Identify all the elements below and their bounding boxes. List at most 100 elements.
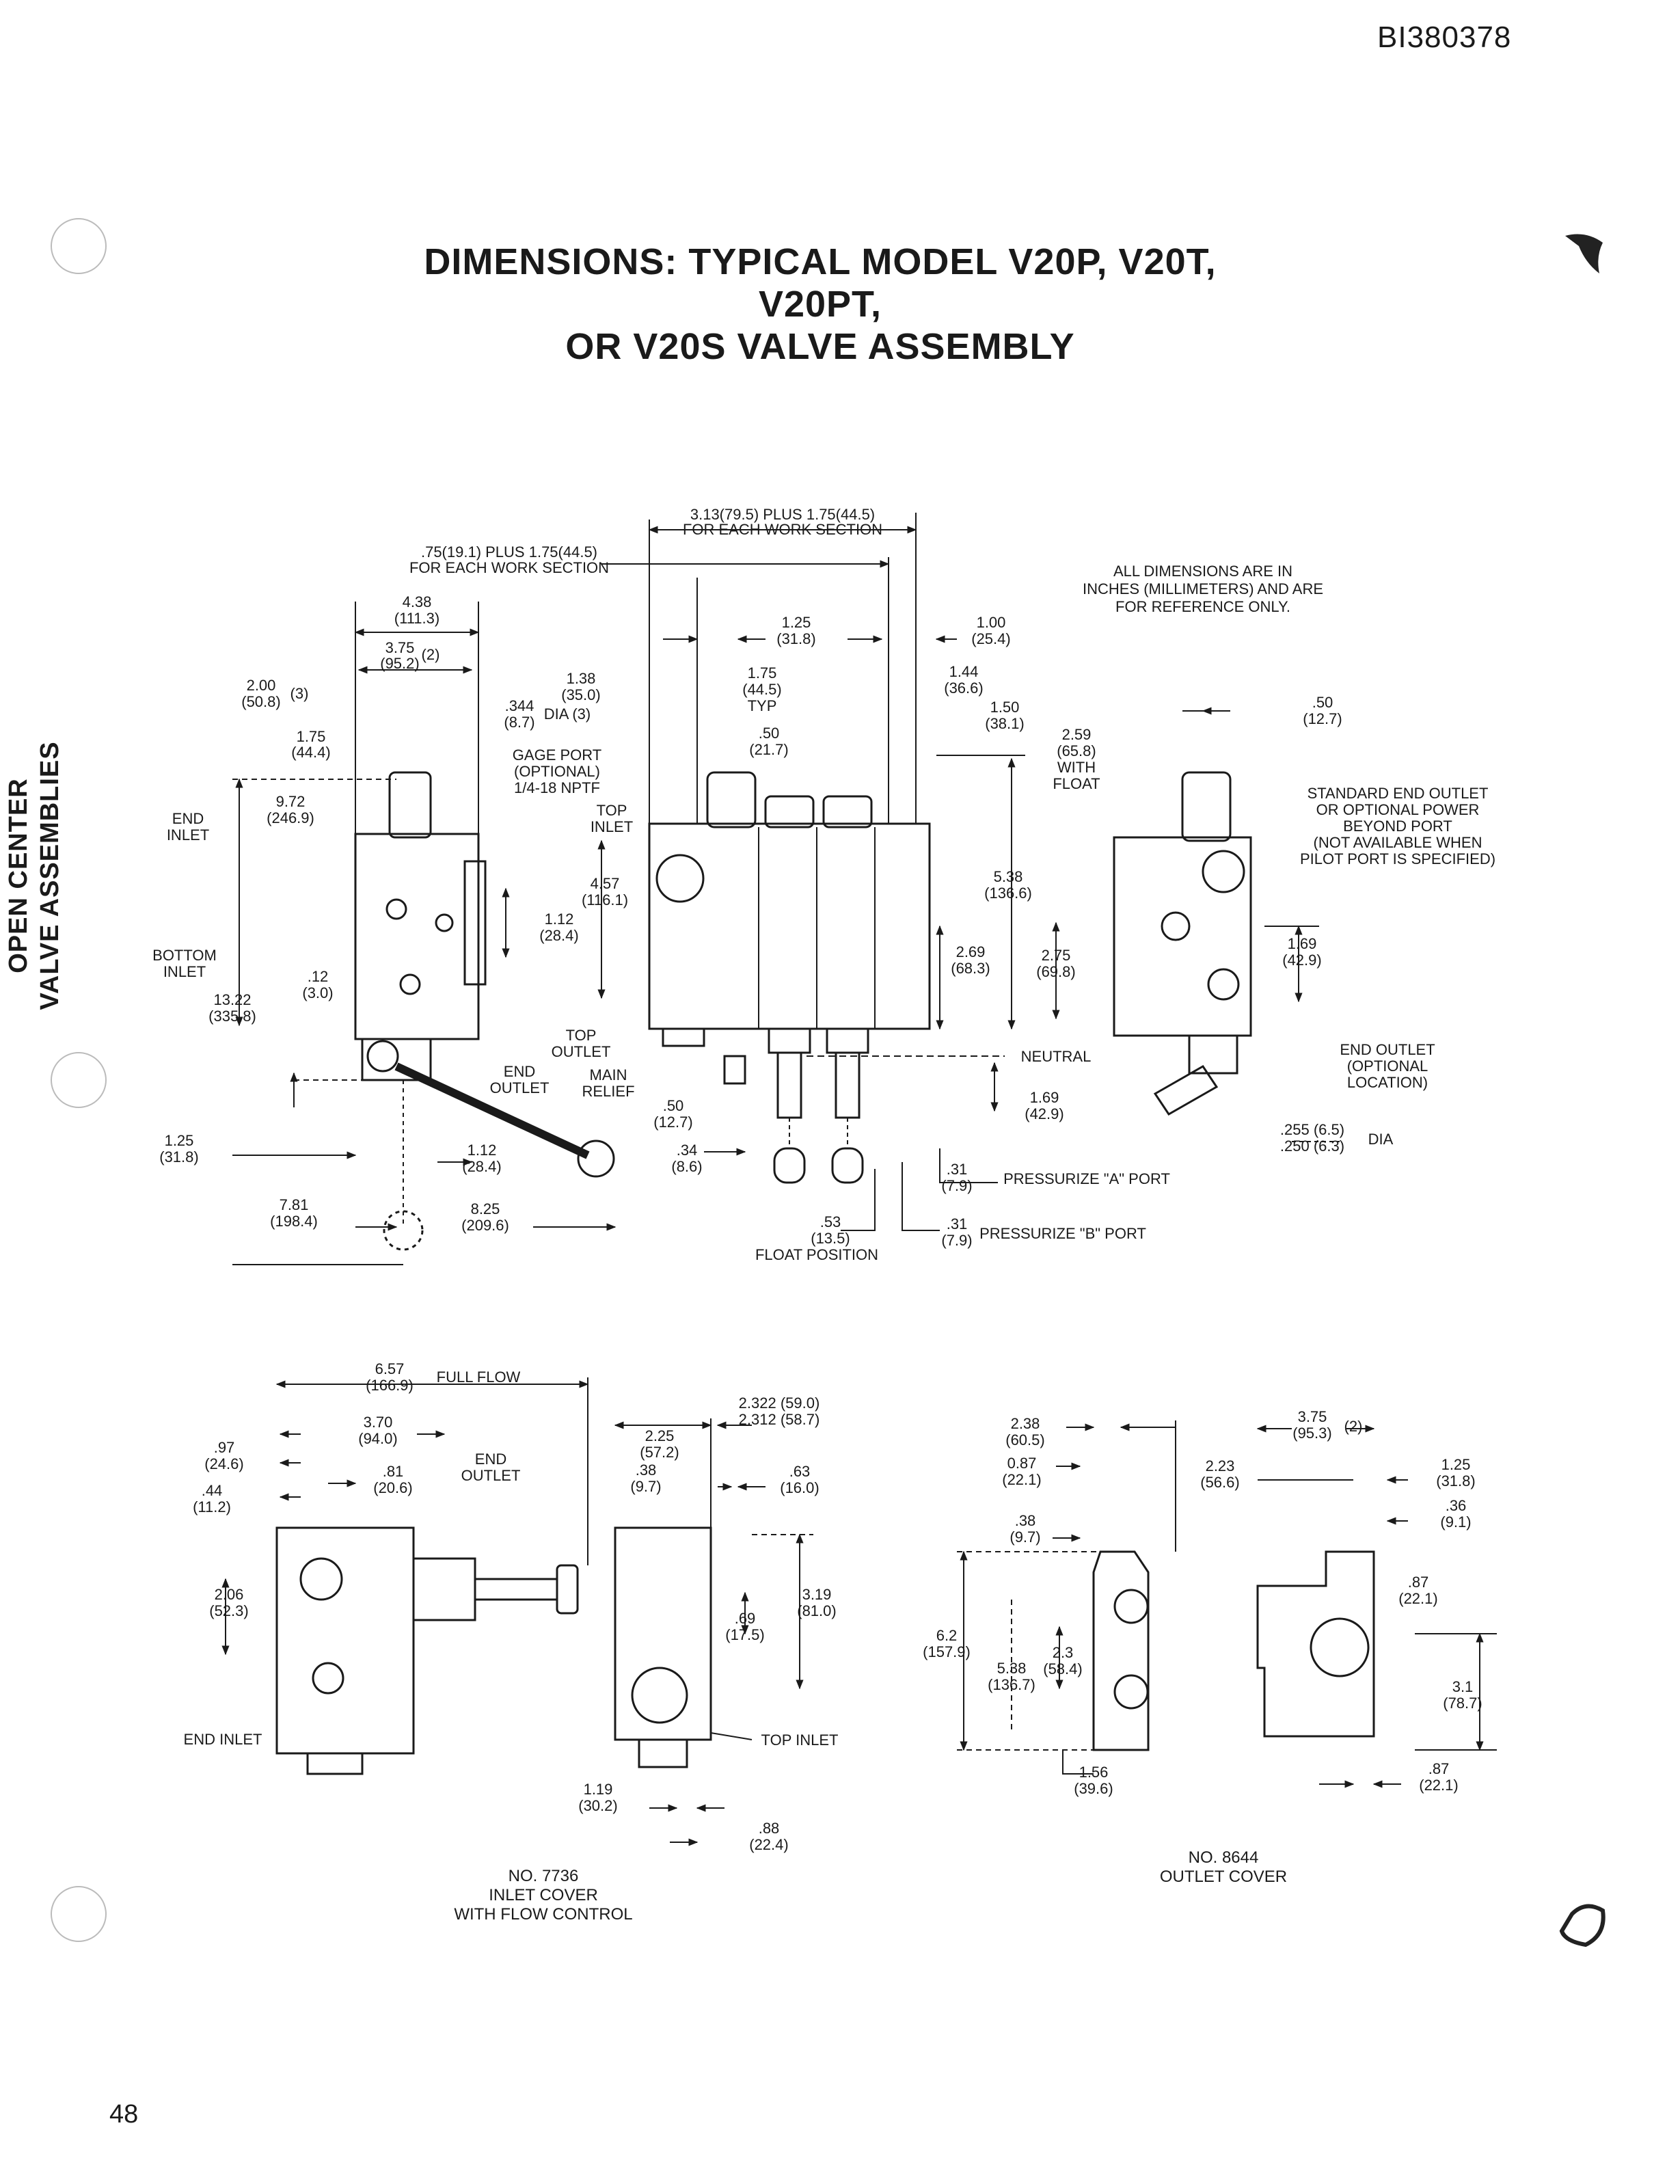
handle-ghost-knob	[383, 1210, 424, 1251]
top-inlet-leader	[710, 1732, 753, 1740]
dim-538: 5.38	[994, 868, 1023, 885]
dim-250: .250 (6.3)	[1280, 1137, 1344, 1155]
dim-50b: .50	[663, 1097, 684, 1114]
dim-259-with: WITH	[1057, 759, 1096, 776]
dim-50r-mm: (12.7)	[1303, 710, 1342, 727]
left-view-body	[354, 833, 480, 1040]
right-view-handle	[1153, 1065, 1219, 1116]
dim-44-mm: (11.2)	[193, 1498, 231, 1515]
front-view-bottom-lug-1	[662, 1027, 705, 1047]
top-outlet-label-1: TOP	[566, 1027, 597, 1044]
right-view-port-2	[1161, 911, 1191, 941]
front-view-labels: 3.13(79.5) PLUS 1.75(44.5) FOR EACH WORK…	[409, 506, 1170, 1263]
dim-88-mm: (22.4)	[749, 1836, 788, 1853]
dim-269-mm: (68.3)	[951, 960, 990, 977]
dim-23-mm: (58.4)	[1043, 1660, 1082, 1677]
dim-344-mm: (8.7)	[504, 714, 534, 731]
dim-75: .75(19.1) PLUS 1.75(44.5)	[421, 543, 597, 561]
spool-handle-2	[831, 1147, 864, 1184]
scan-mark-bottom	[1559, 1904, 1606, 1947]
front-view-spool-cap-1	[764, 795, 815, 828]
bottom-inlet-label-1: BOTTOM	[152, 947, 217, 964]
end-outlet-label-2: OUTLET	[490, 1079, 550, 1096]
dim-31b-mm: (7.9)	[941, 1232, 972, 1249]
inlet-cover-foot	[306, 1752, 364, 1775]
dim-144: 1.44	[949, 663, 979, 680]
document-id: BI380378	[1377, 21, 1512, 54]
dim-657-mm: (166.9)	[366, 1377, 414, 1394]
left-view-port-3	[399, 973, 421, 995]
left-side-view	[354, 771, 615, 1251]
dim-81-mm: (20.6)	[373, 1479, 412, 1496]
dim-34: .34	[677, 1142, 698, 1159]
left-view-port-1	[385, 898, 407, 920]
front-view-port	[655, 854, 705, 903]
inlet-cover-top-port	[631, 1667, 688, 1724]
front-view-relief	[723, 1055, 746, 1085]
dim-206-mm: (52.3)	[209, 1602, 248, 1619]
dim-50c: .50	[759, 725, 780, 742]
neutral-label: NEUTRAL	[1021, 1048, 1092, 1065]
dim-125o: 1.25	[1441, 1456, 1471, 1473]
dim-200-note: (3)	[290, 685, 309, 702]
dim-87b: .87	[1428, 1760, 1450, 1777]
dim-125c-mm: (31.8)	[776, 630, 815, 647]
dim-375o-mm: (95.3)	[1292, 1425, 1331, 1442]
inlet-cover-caption-2: INLET COVER	[489, 1886, 598, 1904]
inlet-cover-caption-3: WITH FLOW CONTROL	[454, 1905, 632, 1924]
inlet-cover-labels: 6.57 (166.9) FULL FLOW 3.70 (94.0) .97 (…	[184, 1360, 839, 1924]
title-line-2: OR V20S VALVE ASSEMBLY	[565, 326, 1075, 367]
dim-313: 3.13(79.5) PLUS 1.75(44.5)	[690, 506, 875, 523]
dim-36: .36	[1446, 1497, 1467, 1514]
dim-781-mm: (198.4)	[270, 1213, 318, 1230]
dim-156-leader	[1062, 1750, 1094, 1775]
dim-44: .44	[202, 1482, 223, 1499]
handle-knob	[577, 1140, 615, 1178]
dim-781: 7.81	[280, 1196, 309, 1213]
dim-119-mm: (30.2)	[578, 1797, 617, 1814]
outlet-cover-end-port	[1310, 1617, 1370, 1677]
dim-138-mm: (35.0)	[561, 686, 600, 703]
dim-175-mm: (44.4)	[291, 744, 330, 761]
dim-538o: 5.38	[997, 1660, 1027, 1677]
binder-hole-middle	[51, 1052, 107, 1108]
dim-112: 1.12	[545, 911, 574, 928]
spool-stem-2	[835, 1051, 861, 1119]
right-end-view	[1113, 771, 1252, 1116]
inlet-cover-flow-block	[412, 1557, 476, 1621]
inlet-cover-dimension-lines	[221, 1377, 813, 1846]
full-flow-label: FULL FLOW	[437, 1369, 521, 1386]
inlet-cover-knob	[556, 1564, 579, 1615]
ic-end-outlet-1: END	[475, 1451, 506, 1468]
dim-175c: 1.75	[748, 664, 777, 682]
dim-375-mm: (95.2)	[380, 655, 419, 672]
dim-200: 2.00	[247, 677, 276, 694]
dim-31a: .31	[947, 1161, 968, 1178]
dim-12-mm: (3.0)	[302, 984, 333, 1001]
dim-169: 1.69	[1030, 1089, 1059, 1106]
dim-1322: 13.22	[213, 991, 251, 1008]
inlet-cover-port-2	[312, 1662, 344, 1695]
inlet-cover-port-1	[299, 1557, 343, 1601]
left-view-dimension-lines	[232, 602, 617, 1265]
dim-538-mm: (136.6)	[984, 885, 1032, 902]
dim-38o: .38	[1015, 1512, 1036, 1529]
outlet-cover-dimension-lines	[957, 1420, 1497, 1788]
dim-825: 8.25	[471, 1200, 500, 1217]
inlet-cover-end-body	[614, 1526, 712, 1741]
dim-125o-mm: (31.8)	[1436, 1472, 1475, 1489]
dim-223-mm: (56.6)	[1200, 1474, 1239, 1491]
front-view-bottom-lug-2	[768, 1027, 811, 1054]
end-outlet-opt-line-1: END OUTLET	[1340, 1041, 1435, 1058]
dim-259: 2.59	[1062, 726, 1092, 743]
outlet-cover-caption-1: NO. 8644	[1189, 1848, 1259, 1867]
dim-119: 1.19	[584, 1781, 613, 1798]
dim-125: 1.25	[165, 1132, 194, 1149]
dim-319-mm: (81.0)	[797, 1602, 836, 1619]
dim-87a: .87	[1408, 1574, 1429, 1591]
main-relief-label-2: RELIEF	[582, 1083, 634, 1100]
dim-144-mm: (36.6)	[944, 679, 983, 697]
spool-stem-1	[776, 1051, 802, 1119]
dim-38o-mm: (9.7)	[1010, 1528, 1040, 1546]
dim-38: .38	[636, 1461, 657, 1479]
